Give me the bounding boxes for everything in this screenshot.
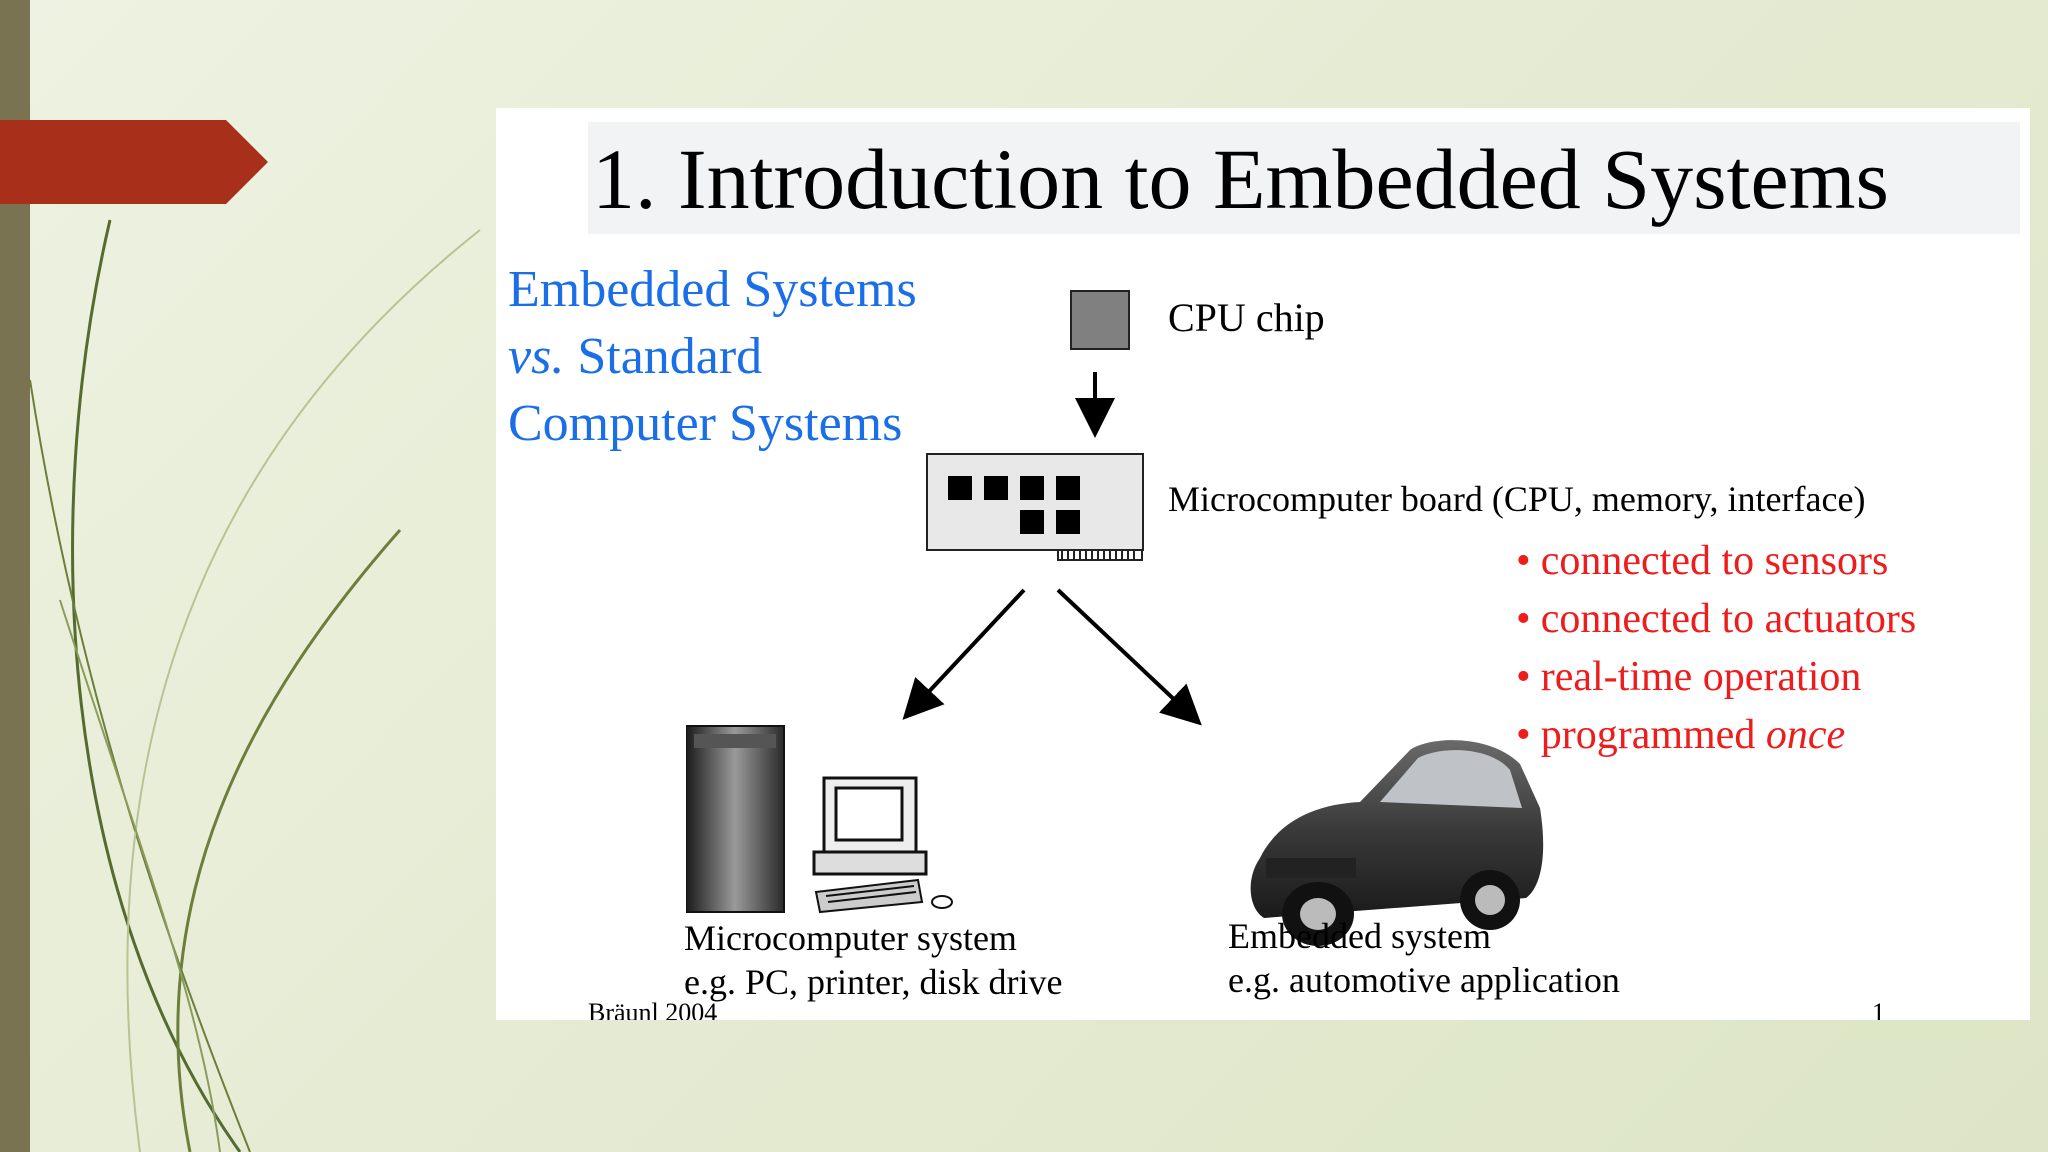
subtitle: Embedded Systems vs. Standard Computer S… — [508, 256, 978, 457]
caption-line: e.g. PC, printer, disk drive — [684, 962, 1063, 1002]
microcomputer-caption: Microcomputer system e.g. PC, printer, d… — [684, 916, 1063, 1004]
monitor-icon — [812, 776, 928, 876]
feature-text: programmed — [1540, 712, 1766, 758]
cpu-chip-label: CPU chip — [1168, 295, 1325, 340]
author-credit: Bräunl 2004 — [588, 998, 718, 1020]
car-icon — [1250, 740, 1544, 946]
arrow-board-to-microcomputer — [902, 588, 1026, 720]
cpu-chip-icon — [1070, 290, 1130, 350]
board-label: Microcomputer board (CPU, memory, interf… — [1168, 479, 1866, 519]
bullet: • — [1516, 596, 1531, 642]
bullet: • — [1516, 712, 1531, 758]
arrow-board-to-embedded — [1056, 588, 1202, 726]
subtitle-line-2: vs. Standard — [508, 328, 763, 385]
feature-item: •connected to sensors — [1516, 532, 1916, 590]
title-band — [588, 122, 2020, 234]
feature-text: connected to sensors — [1540, 538, 1889, 584]
pc-illustration — [686, 725, 953, 914]
feature-text: connected to actuators — [1540, 596, 1917, 642]
pc-tower-icon — [686, 725, 785, 913]
subtitle-line-3: Computer Systems — [508, 395, 903, 452]
caption-line: Embedded system — [1228, 916, 1491, 956]
circuit-board-icon — [926, 453, 1144, 561]
title-accent-arrow — [0, 120, 268, 204]
slide-title: 1. Introduction to Embedded Systems — [592, 131, 1890, 227]
bullet: • — [1516, 654, 1531, 700]
subtitle-line-1: Embedded Systems — [508, 261, 917, 318]
feature-item: •connected to actuators — [1516, 590, 1916, 648]
page-number: 1 — [1872, 998, 1885, 1020]
bullet: • — [1516, 538, 1531, 584]
feature-emphasis: once — [1765, 712, 1846, 758]
embedded-caption: Embedded system e.g. automotive applicat… — [1228, 914, 1620, 1002]
feature-item: •real-time operation — [1516, 648, 1916, 706]
slide-image: 1. Introduction to Embedded Systems Embe… — [496, 108, 2030, 1020]
keyboard-icon — [814, 878, 953, 914]
decorative-curves — [29, 219, 481, 1152]
caption-line: e.g. automotive application — [1228, 960, 1620, 1000]
feature-text: real-time operation — [1540, 654, 1862, 700]
feature-item: •programmed once — [1516, 706, 1916, 764]
feature-list: •connected to sensors •connected to actu… — [1516, 532, 1916, 764]
caption-line: Microcomputer system — [684, 918, 1017, 958]
